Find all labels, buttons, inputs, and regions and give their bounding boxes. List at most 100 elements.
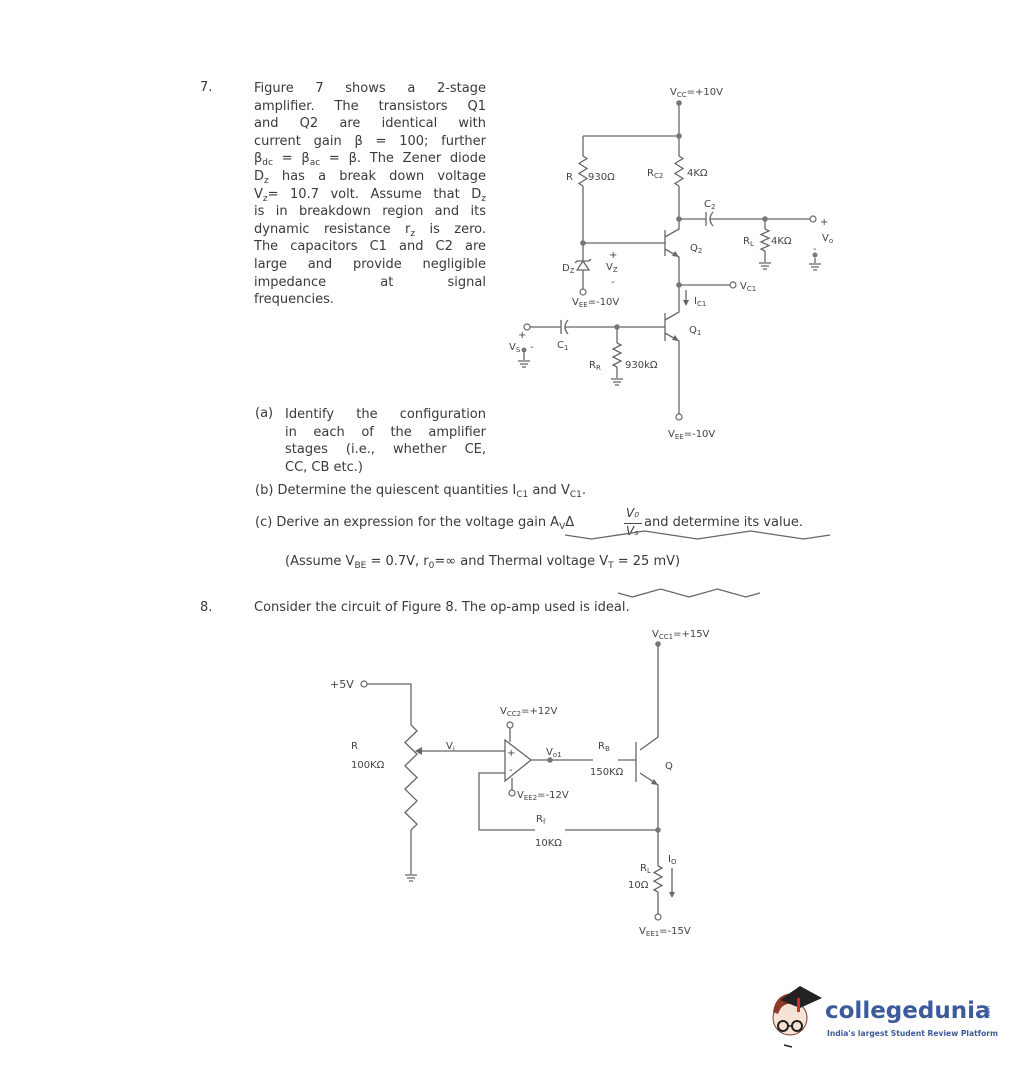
subscript: z [481, 193, 486, 204]
text-segment: V [254, 186, 263, 202]
intro-line: dynamic resistance rz is zero. [254, 221, 486, 239]
text-segment: + [820, 217, 828, 228]
vo1-label: Vo1 [546, 747, 562, 759]
logo-brand: collegedunia [825, 998, 990, 1024]
vs-minus: - [530, 342, 534, 353]
intro-line: amplifier. The transistors Q1 [254, 98, 486, 116]
intro-line: current gain β = 100; further [254, 133, 486, 151]
zener-diode [574, 258, 592, 271]
vo-label: Vo [822, 233, 833, 245]
q-emitter-arrow [651, 779, 658, 785]
subscript: dc [262, 158, 273, 169]
text-segment: large and provide negligible [254, 256, 486, 272]
wires [367, 644, 673, 914]
question-number-7: 7. [200, 80, 213, 95]
vee-bottom-label: VEE=-10V [668, 429, 715, 441]
r-value: 930Ω [588, 172, 615, 183]
text-segment: V [572, 297, 579, 308]
subscript: R [596, 364, 601, 372]
text-segment: V [509, 342, 516, 353]
subscript: Z [570, 267, 575, 275]
text-segment: The capacitors C1 and C2 are [254, 239, 486, 255]
rf-label: Rf [536, 814, 546, 826]
text-segment: D [562, 263, 570, 274]
q1-emitter-arrow [672, 335, 679, 341]
text-segment: Q [665, 761, 673, 772]
figure-7-circuit: VCC=+10V R 930Ω RC2 4KΩ C2 + Vo - RL 4KΩ… [509, 87, 833, 441]
vcc1-label: VCC1=+15V [652, 629, 710, 641]
text-segment: = β [272, 151, 310, 167]
text-segment: impedance at signal [254, 274, 486, 290]
text-segment: (c) Derive an expression for the voltage… [255, 515, 560, 530]
text-segment: - [813, 244, 817, 255]
subscript: L [750, 240, 754, 248]
subscript: V [559, 522, 566, 532]
text-segment: 150KΩ [590, 767, 624, 778]
subscript: EE1 [646, 930, 659, 938]
rr-value: 930kΩ [625, 360, 658, 371]
r-label: R [351, 741, 358, 752]
vee-zener-label: VEE=-10V [572, 297, 619, 309]
subscript: 2 [698, 247, 702, 255]
text-segment: has a break down voltage [268, 168, 486, 184]
text-segment: V [446, 741, 453, 752]
text-segment: R [598, 741, 605, 752]
vs-plus: + [518, 330, 526, 341]
vee2-label: VEE2=-12V [517, 790, 569, 802]
rl-value: 4KΩ [771, 236, 792, 247]
text-segment: and Q2 are identical with [254, 116, 486, 132]
text-segment: Δ [565, 515, 575, 530]
assumptions: (Assume VBE = 0.7V, r0=∞ and Thermal vol… [285, 554, 680, 571]
text-segment: =-15V [659, 926, 691, 937]
text-segment: + [609, 250, 617, 261]
rl-label: RL [640, 863, 651, 875]
subscript: B [605, 745, 610, 753]
text-segment: Q [689, 325, 697, 336]
subscript: z [262, 193, 268, 204]
potentiometer-r [404, 724, 418, 831]
intro-line: Figure 7 shows a 2-stage [254, 80, 486, 98]
resistor-rc2 [673, 155, 685, 187]
subscript: 0 [428, 561, 435, 571]
subscript: CC [677, 91, 687, 99]
text-segment: (b) Determine the quiescent quantities I [255, 483, 517, 498]
rb-label: RB [598, 741, 610, 753]
subscript: 2 [711, 203, 715, 211]
subscript: Z [613, 266, 618, 274]
plus-input: + [507, 748, 515, 759]
logo-tagline: India's largest Student Review Platform [827, 1029, 998, 1038]
fraction-bar [624, 523, 642, 524]
fraction-denominator: Vₛ [626, 524, 639, 538]
subscript: EE [579, 301, 588, 309]
intro-line: impedance at signal [254, 274, 486, 292]
plus5v-label: +5V [330, 678, 354, 691]
text-segment: β [254, 151, 263, 167]
subscript: z [264, 175, 269, 186]
text-segment: 10KΩ [535, 838, 562, 849]
text-segment: =-12V [537, 790, 569, 801]
text-segment: - [530, 342, 534, 353]
q2-emitter-arrow [672, 251, 679, 257]
r-label: R [566, 172, 573, 183]
terminals [523, 215, 817, 421]
text-segment: and V [528, 483, 570, 498]
text-segment: V [500, 706, 507, 717]
text-segment: I [694, 296, 697, 307]
subscript: C1 [747, 285, 756, 293]
intro-line: is in breakdown region and its [254, 203, 486, 221]
text-segment: = 0.7V, r [366, 554, 429, 569]
part-a-text: Identify the configuration in each of th… [285, 406, 486, 476]
part-c-end: and determine its value. [644, 515, 803, 530]
text-segment: . [581, 483, 586, 498]
text-segment: D [254, 168, 265, 184]
subscript: BE [354, 561, 367, 571]
io-label: IO [668, 854, 677, 866]
text-segment: R [640, 863, 647, 874]
text-segment: - [509, 765, 513, 776]
part-b-text: (b) Determine the quiescent quantities I… [255, 483, 586, 500]
text-segment: V [517, 790, 524, 801]
subscript: S [516, 346, 521, 354]
text-segment: C [557, 340, 564, 351]
r-value: 100KΩ [351, 760, 385, 771]
